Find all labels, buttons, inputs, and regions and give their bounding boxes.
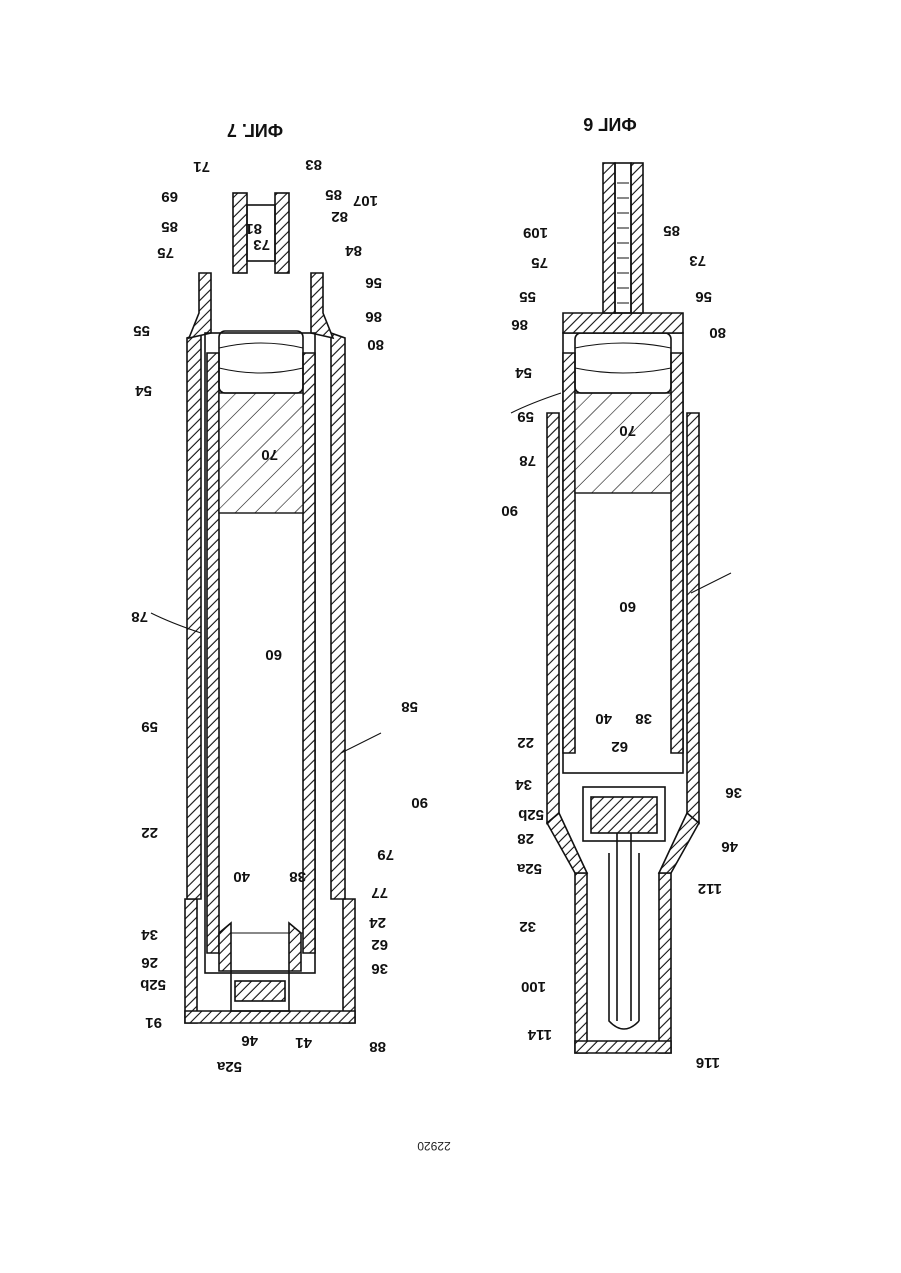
label-112: 112 [698, 880, 722, 897]
label-22b: 22 [517, 734, 534, 751]
label-58: 58 [401, 698, 418, 715]
label-56: 56 [365, 274, 382, 291]
rotated-drawing [151, 163, 731, 1053]
label-40: 40 [233, 868, 250, 885]
label-82: 82 [331, 208, 348, 225]
label-77: 77 [371, 884, 388, 901]
label-34: 34 [141, 926, 158, 943]
label-52b: 52b [140, 976, 166, 993]
label-26: 26 [141, 954, 158, 971]
figure-7-device [185, 193, 355, 1023]
label-85c: 85 [663, 222, 680, 239]
label-78b: 78 [519, 452, 536, 469]
label-36: 36 [371, 960, 388, 977]
label-83: 83 [305, 156, 322, 173]
label-55: 55 [133, 322, 150, 339]
label-84: 84 [345, 242, 362, 259]
label-100: 100 [521, 978, 546, 995]
label-116: 116 [696, 1054, 720, 1071]
label-75b: 75 [531, 254, 548, 271]
label-22: 22 [141, 824, 158, 841]
label-52a: 52a [216, 1058, 242, 1075]
label-109: 109 [523, 224, 548, 241]
figure-7-title: ФИГ. 7 [227, 120, 283, 140]
figure-6-title: ФИГ 6 [583, 114, 637, 134]
label-73b: 73 [689, 252, 706, 269]
label-78: 78 [131, 608, 148, 625]
label-75: 75 [157, 244, 174, 261]
label-54b: 54 [515, 364, 532, 381]
label-69: 69 [161, 188, 178, 205]
label-79: 79 [377, 846, 394, 863]
label-56b: 56 [695, 288, 712, 305]
label-81: 81 [245, 220, 262, 237]
label-28: 28 [517, 830, 534, 847]
label-88: 88 [369, 1038, 386, 1055]
label-114: 114 [527, 1026, 552, 1043]
label-54: 54 [135, 382, 152, 399]
label-80b: 80 [709, 324, 726, 341]
label-85b: 85 [161, 218, 178, 235]
label-70: 70 [261, 446, 278, 463]
label-38: 38 [289, 868, 306, 885]
label-91: 91 [145, 1014, 162, 1031]
label-86b: 86 [511, 316, 528, 333]
label-86: 86 [365, 308, 382, 325]
label-59b: 59 [517, 408, 534, 425]
label-59: 59 [141, 718, 158, 735]
label-90b: 90 [501, 502, 518, 519]
label-62: 62 [371, 936, 388, 953]
label-52a-b: 52a [516, 860, 542, 877]
label-70b: 70 [619, 422, 636, 439]
label-71: 71 [193, 158, 210, 175]
label-46b: 46 [721, 838, 738, 855]
label-60: 60 [265, 646, 282, 663]
label-40b: 40 [595, 710, 612, 727]
label-34b: 34 [515, 776, 532, 793]
footer-code: 22920 [417, 1139, 451, 1153]
label-85: 85 [325, 186, 342, 203]
label-90: 90 [411, 794, 428, 811]
label-80: 80 [367, 336, 384, 353]
label-36b: 36 [725, 784, 742, 801]
label-46: 46 [241, 1032, 258, 1049]
label-55b: 55 [519, 288, 536, 305]
label-107: 107 [353, 192, 378, 209]
label-73: 73 [253, 236, 270, 253]
label-62b: 62 [611, 738, 628, 755]
label-52b-b: 52b [518, 806, 544, 823]
label-32: 32 [519, 918, 536, 935]
label-24: 24 [369, 914, 386, 931]
label-60b: 60 [619, 598, 636, 615]
label-38b: 38 [635, 710, 652, 727]
label-41: 41 [295, 1034, 312, 1051]
